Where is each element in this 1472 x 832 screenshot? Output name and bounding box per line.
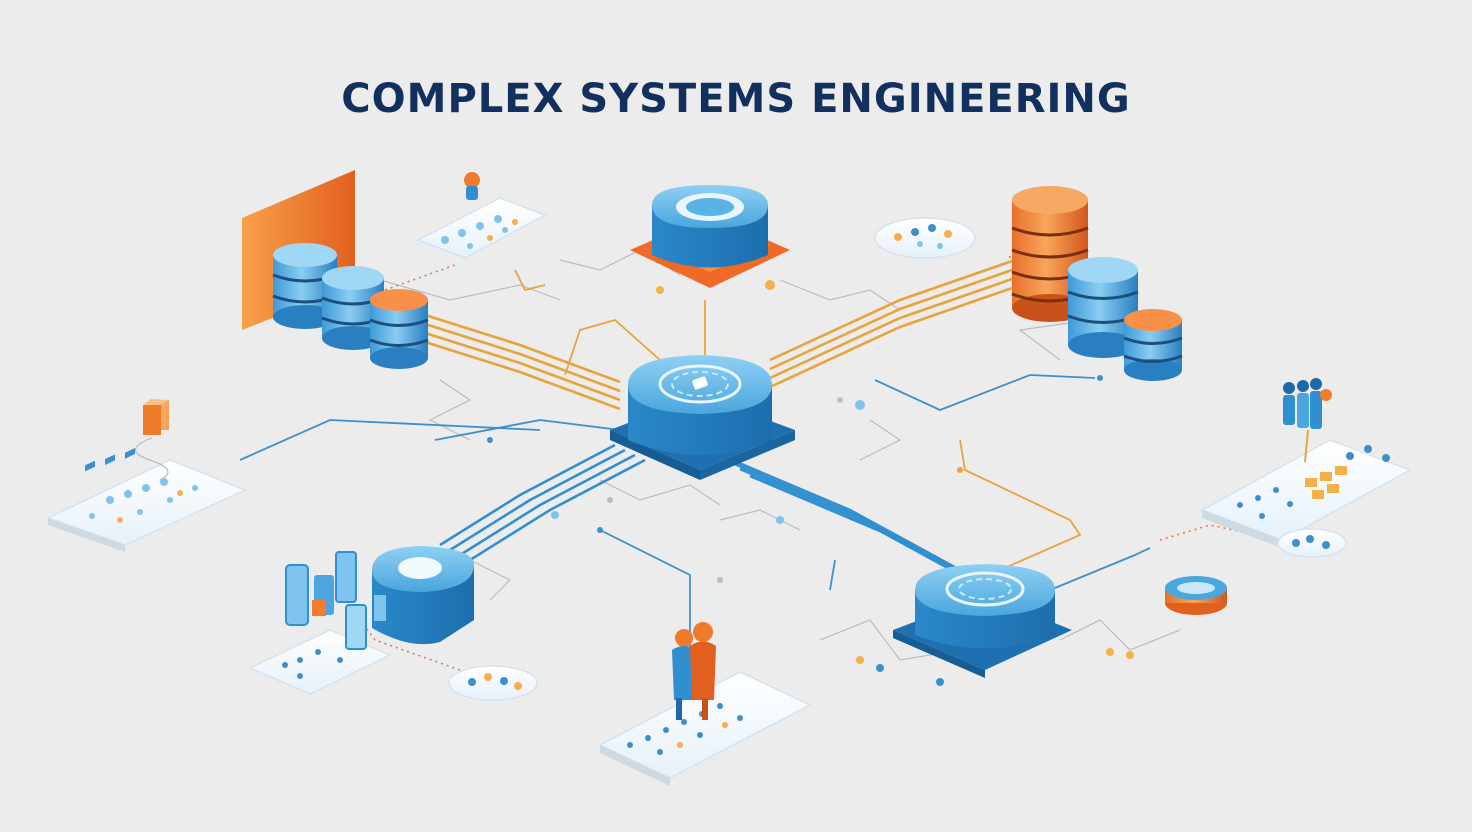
right-server-cluster[interactable]	[1012, 186, 1182, 381]
gold-bundle-left	[425, 315, 620, 409]
gold-bundle-right	[770, 260, 1015, 387]
round-pad	[1165, 576, 1227, 615]
phone-screen	[346, 605, 366, 649]
phone-screen	[336, 552, 356, 602]
top-left-panel[interactable]	[418, 172, 545, 258]
top-module[interactable]	[630, 185, 790, 288]
top-right-disc	[875, 218, 975, 258]
left-server-cluster[interactable]	[242, 170, 428, 369]
phone-screen	[286, 565, 308, 625]
bottom-left-disc	[449, 666, 537, 700]
user-figure-icon	[464, 172, 480, 200]
blue-bundle-left	[440, 445, 645, 560]
bottom-right-disc	[1278, 529, 1346, 557]
bottom-right-hub[interactable]	[893, 564, 1072, 678]
server-cylinder	[370, 289, 428, 369]
orange-device	[143, 399, 169, 435]
server-cylinder	[1124, 309, 1182, 381]
bottom-left-module[interactable]	[372, 546, 474, 644]
bottom-left-screens[interactable]	[250, 552, 390, 694]
gold-links	[515, 270, 1080, 570]
central-hub[interactable]	[610, 355, 795, 480]
left-dashboard[interactable]	[48, 399, 245, 552]
